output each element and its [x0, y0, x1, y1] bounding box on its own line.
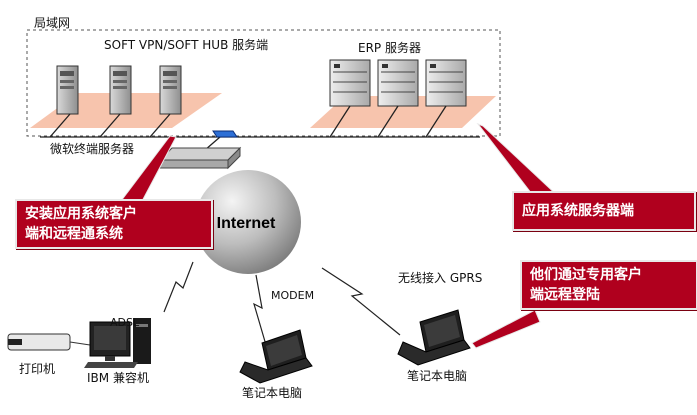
ibm-pc-label: IBM 兼容机: [87, 371, 149, 385]
printer-label: 打印机: [19, 362, 56, 376]
callout-app-server-text: 应用系统服务器端: [522, 203, 634, 219]
vpn-servers-label: SOFT VPN/SOFT HUB 服务端: [104, 38, 269, 52]
callout-client-install-line2: 端和远程通系统: [25, 226, 123, 242]
callout-remote-login: 他们通过专用客户 端远程登陆: [520, 260, 697, 310]
gprs-link: [321, 267, 401, 336]
printer-icon: [7, 333, 91, 351]
ms-terminal-label: 微软终端服务器: [50, 142, 135, 156]
vpn-server-1: [56, 65, 79, 115]
internet-label: Internet: [217, 215, 276, 232]
erp-server-3: [425, 59, 467, 107]
laptop-middle-label: 笔记本电脑: [242, 386, 303, 400]
lan-boundary: [26, 29, 501, 137]
adsl-link: [163, 261, 194, 313]
laptop-middle-icon: [239, 329, 313, 384]
vpn-server-2: [109, 65, 132, 115]
hub-icon: [158, 146, 242, 170]
callout-app-server: 应用系统服务器端: [512, 191, 696, 231]
modem-link: [253, 274, 267, 346]
callout-client-install-line1: 安装应用系统客户: [25, 206, 137, 222]
adsl-label: ADSL: [110, 316, 140, 329]
internet-globe: [195, 170, 301, 274]
callout-right-tail: [476, 122, 562, 199]
lan-label: 局域网: [34, 16, 71, 30]
laptop-right-label: 笔记本电脑: [407, 369, 468, 383]
erp-server-2: [377, 59, 419, 107]
callout-remote-login-line2: 端远程登陆: [530, 287, 600, 303]
gprs-label: 无线接入 GPRS: [398, 271, 483, 285]
vpn-server-3: [159, 65, 182, 115]
erp-servers-label: ERP 服务器: [358, 41, 421, 55]
pc-icon: [84, 318, 151, 368]
modem-label: MODEM: [271, 289, 315, 302]
blue-switch-icon: [212, 130, 238, 138]
erp-server-1: [329, 59, 371, 107]
callout-client-install: 安装应用系统客户 端和远程通系统: [15, 199, 213, 249]
callout-remote-login-line1: 他们通过专用客户: [530, 267, 642, 283]
laptop-right-icon: [397, 309, 471, 366]
callout-bottom-tail: [471, 309, 541, 349]
